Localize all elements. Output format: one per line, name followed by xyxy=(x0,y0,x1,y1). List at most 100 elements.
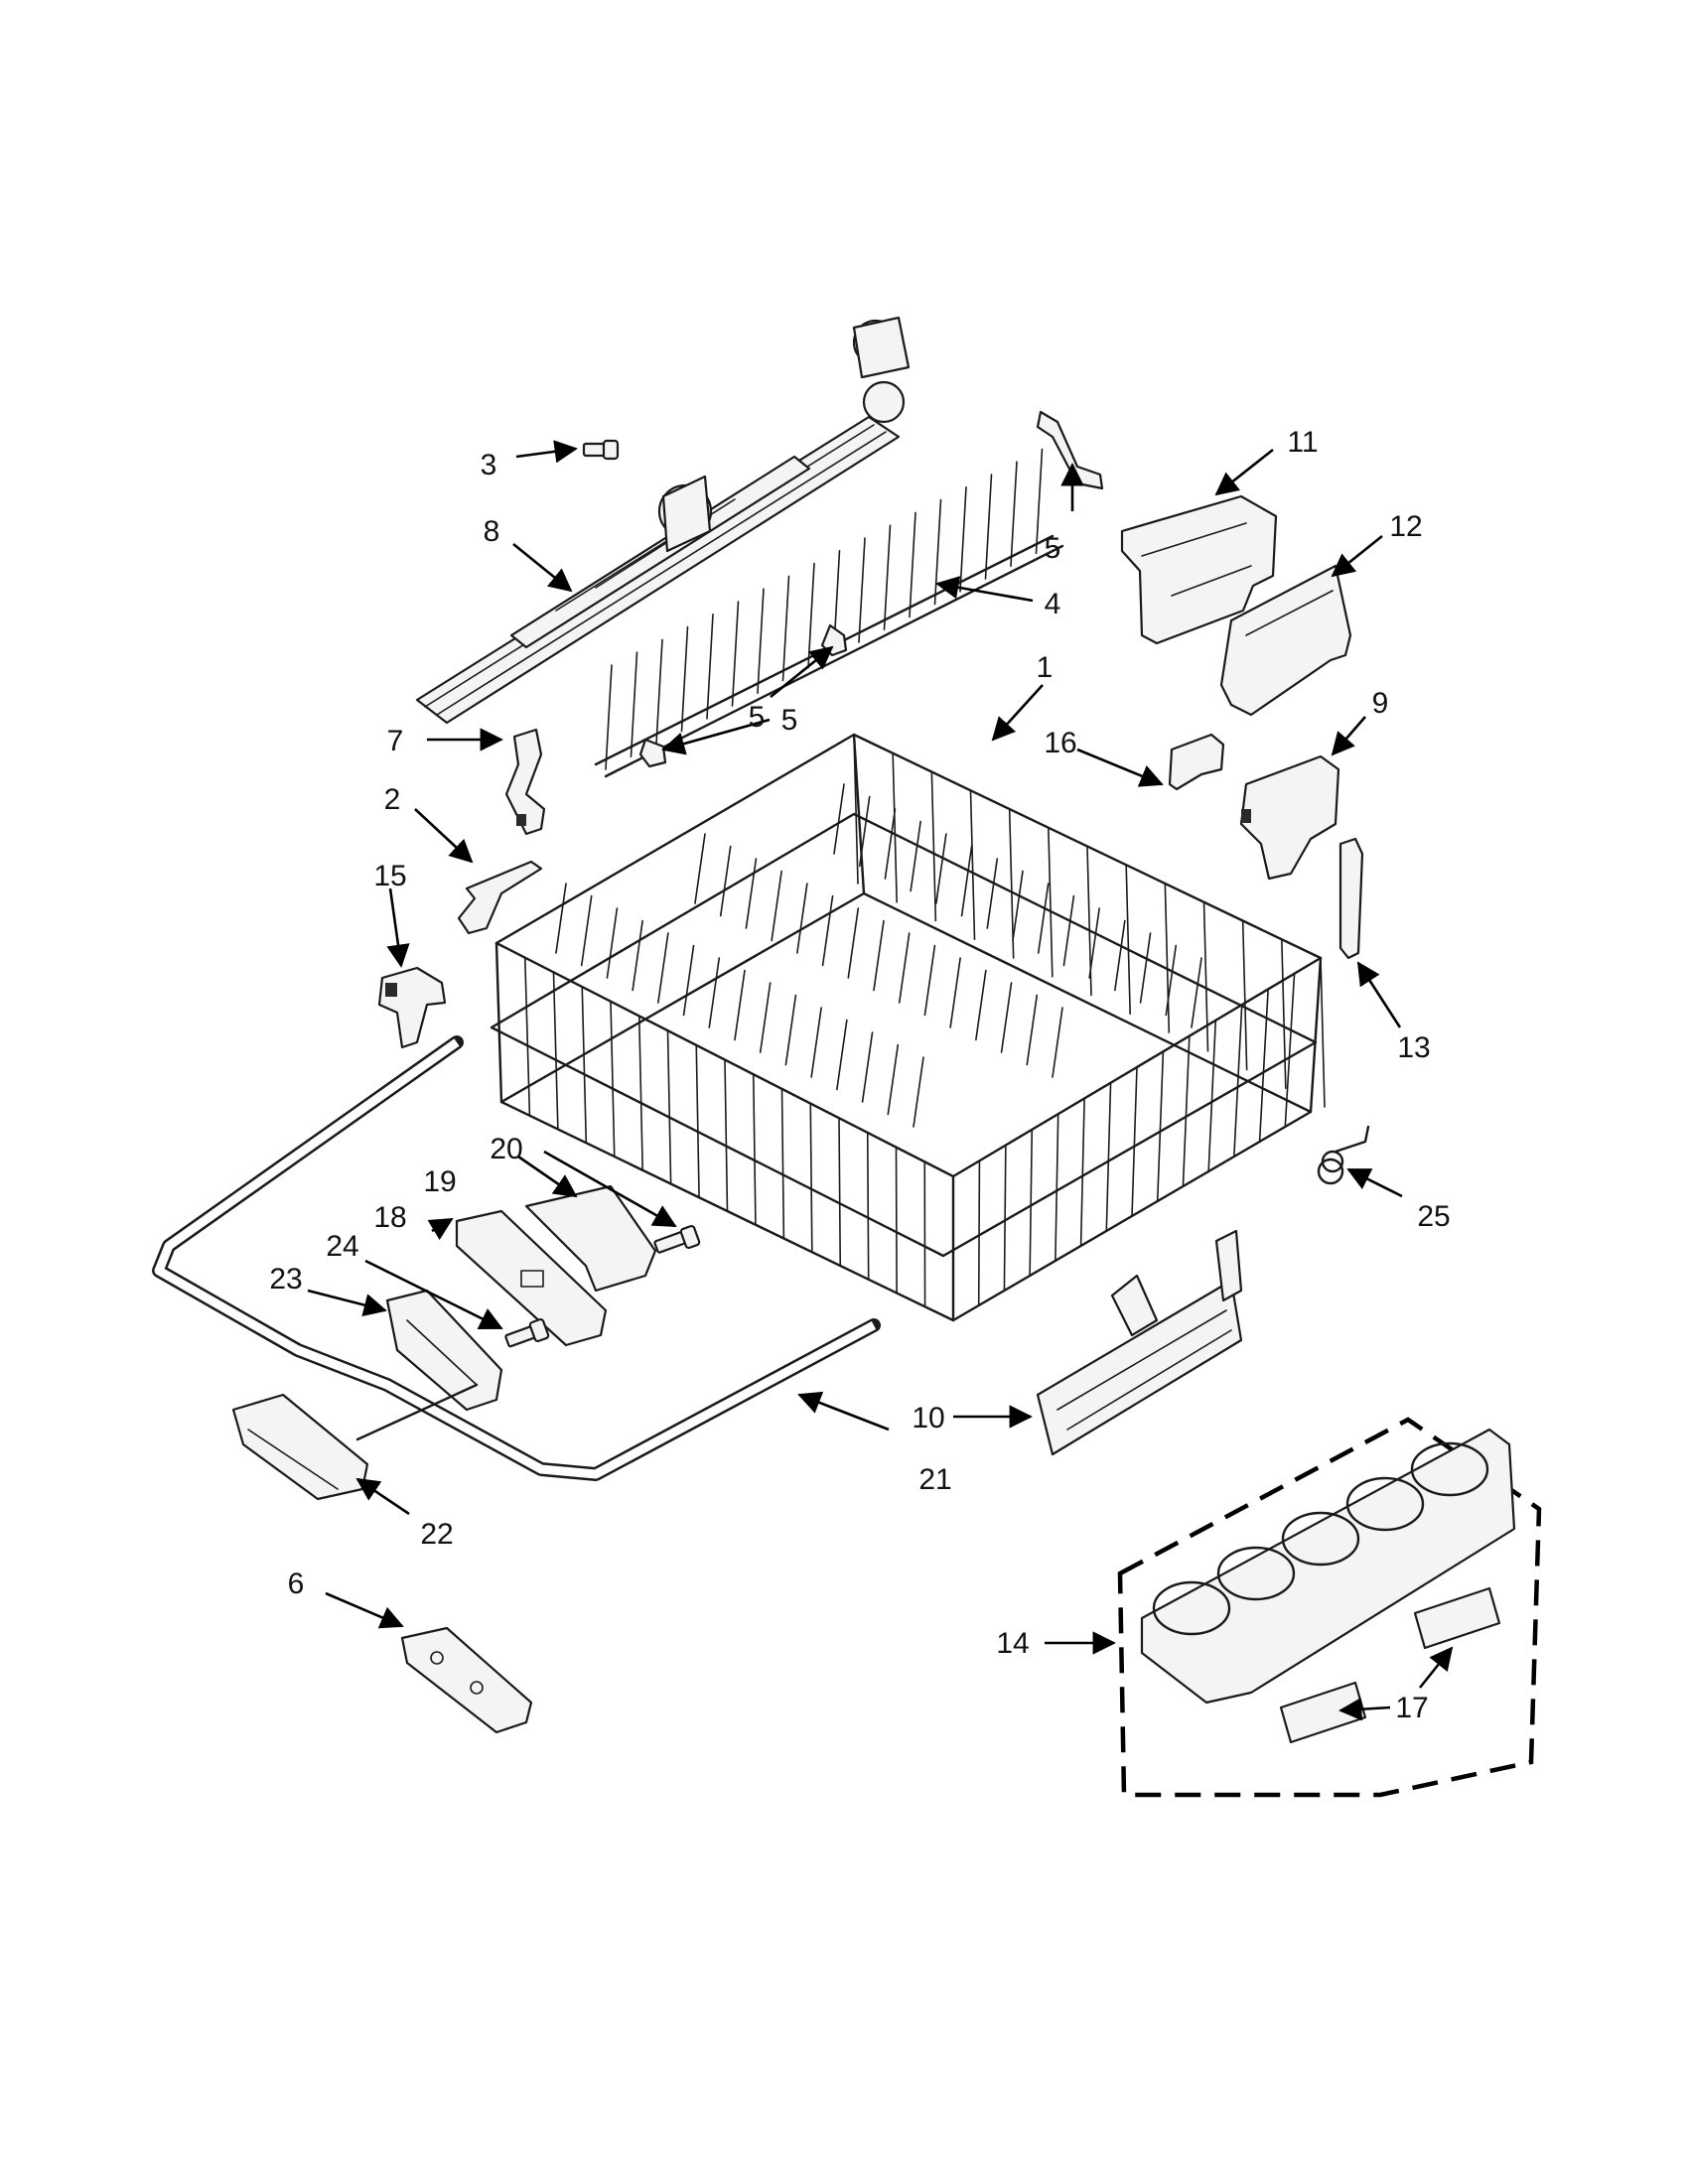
basket-wire xyxy=(1182,1034,1191,1187)
basket-tine xyxy=(810,1007,822,1078)
basket-wire xyxy=(1131,1066,1138,1217)
basket-wire xyxy=(1105,1081,1112,1232)
callout-1: 1 xyxy=(1037,651,1054,684)
part-14-tray-group xyxy=(1117,1417,1542,1798)
tray-cup xyxy=(1345,1476,1425,1532)
basket-wire xyxy=(1164,883,1171,1033)
part-9-bracket xyxy=(1239,754,1340,881)
basket-tine xyxy=(975,969,987,1041)
basket-wire xyxy=(1029,1129,1034,1277)
basket-tine xyxy=(708,957,721,1028)
basket-tine xyxy=(784,994,797,1066)
basket-tine xyxy=(833,783,845,855)
part-5-clip-top xyxy=(1036,410,1104,490)
tine-wire xyxy=(630,651,638,758)
basket-tine xyxy=(935,833,947,904)
basket-tine xyxy=(1012,870,1024,942)
part-8-rack-rail xyxy=(415,316,911,725)
tine-wire xyxy=(933,498,942,606)
part-15-latch xyxy=(377,966,447,1049)
basket-wire xyxy=(1008,808,1015,959)
basket-wire xyxy=(1086,845,1092,997)
tine-wire xyxy=(807,562,815,669)
basket-wire xyxy=(1258,988,1269,1143)
callout-20: 20 xyxy=(490,1133,522,1165)
basket-tine xyxy=(796,883,808,954)
basket-wire xyxy=(1125,864,1131,1016)
tine-wire xyxy=(605,664,613,770)
tine-wire xyxy=(781,575,790,682)
basket-tine xyxy=(847,907,860,979)
basket-tine xyxy=(821,894,834,967)
basket-tine xyxy=(873,919,885,992)
part-12-panel xyxy=(1219,564,1352,717)
basket-wire xyxy=(1079,1097,1085,1247)
basket-tine xyxy=(858,795,871,868)
callout-5-low: 5 xyxy=(781,704,798,737)
basket-wire xyxy=(1284,972,1296,1128)
part-18-plate xyxy=(455,1209,608,1347)
basket-tine xyxy=(887,1043,900,1116)
callout-18: 18 xyxy=(373,1201,406,1234)
callout-13: 13 xyxy=(1397,1031,1430,1064)
basket-tine xyxy=(1139,932,1152,1004)
basket-tine xyxy=(1052,1007,1063,1078)
callout-6: 6 xyxy=(288,1568,305,1600)
tine-wire xyxy=(706,613,714,720)
basket-tine xyxy=(657,932,669,1004)
part-5-clip-low xyxy=(638,738,667,768)
basket-tine xyxy=(1000,982,1013,1053)
part-21-frame xyxy=(152,1035,881,1481)
callout-5-mid: 5 xyxy=(749,701,766,734)
basket-wire xyxy=(838,1117,842,1267)
basket-wire xyxy=(780,1088,785,1240)
basket-tine xyxy=(960,845,973,917)
basket-tine xyxy=(913,1056,924,1128)
callout-2: 2 xyxy=(384,783,401,816)
basket-wire xyxy=(1281,938,1287,1090)
callout-25: 25 xyxy=(1417,1200,1450,1233)
basket-tine xyxy=(836,1019,848,1091)
basket-tine xyxy=(910,820,921,892)
basket-wire xyxy=(895,1146,898,1295)
basket-wire xyxy=(1310,957,1322,1113)
basket-wire xyxy=(866,1132,870,1281)
callout-4: 4 xyxy=(1045,588,1061,620)
basket-wire xyxy=(581,986,588,1145)
part-7-bracket xyxy=(504,728,546,836)
part-17-clip-b xyxy=(1413,1586,1501,1650)
basket-tine xyxy=(949,957,961,1028)
tine-wire xyxy=(757,588,765,695)
callout-22: 22 xyxy=(420,1518,453,1551)
basket-tine xyxy=(580,894,593,967)
basket-wire xyxy=(969,789,976,941)
callout-5-top: 5 xyxy=(1045,532,1061,565)
basket-wire xyxy=(809,1102,813,1254)
basket-wire xyxy=(1048,826,1054,978)
basket-tine xyxy=(734,969,746,1041)
basket-wire xyxy=(752,1073,757,1226)
tine-wire xyxy=(1010,461,1018,568)
tine-wire xyxy=(1035,448,1044,555)
tine-wire xyxy=(655,638,663,746)
part-1-rack-basket xyxy=(490,733,1326,1322)
basket-tine xyxy=(861,1031,874,1103)
callout-11: 11 xyxy=(1287,426,1318,459)
tine-wire xyxy=(680,625,689,733)
basket-tine xyxy=(694,833,706,904)
basket-wire xyxy=(853,734,859,885)
part-20-screw xyxy=(653,1224,701,1254)
basket-tine xyxy=(1062,894,1075,967)
part-13-rod xyxy=(1338,837,1364,960)
basket-wire xyxy=(523,956,531,1117)
part-19-bracket xyxy=(524,1184,657,1293)
callout-15: 15 xyxy=(373,860,406,892)
basket-wire xyxy=(610,1000,616,1158)
tray-cup xyxy=(1216,1546,1296,1601)
basket-wire xyxy=(1233,1004,1243,1158)
basket-wire xyxy=(666,1029,672,1185)
leader-arrows xyxy=(307,440,1454,1721)
part-2-clip xyxy=(457,860,543,935)
callout-14: 14 xyxy=(996,1627,1029,1660)
